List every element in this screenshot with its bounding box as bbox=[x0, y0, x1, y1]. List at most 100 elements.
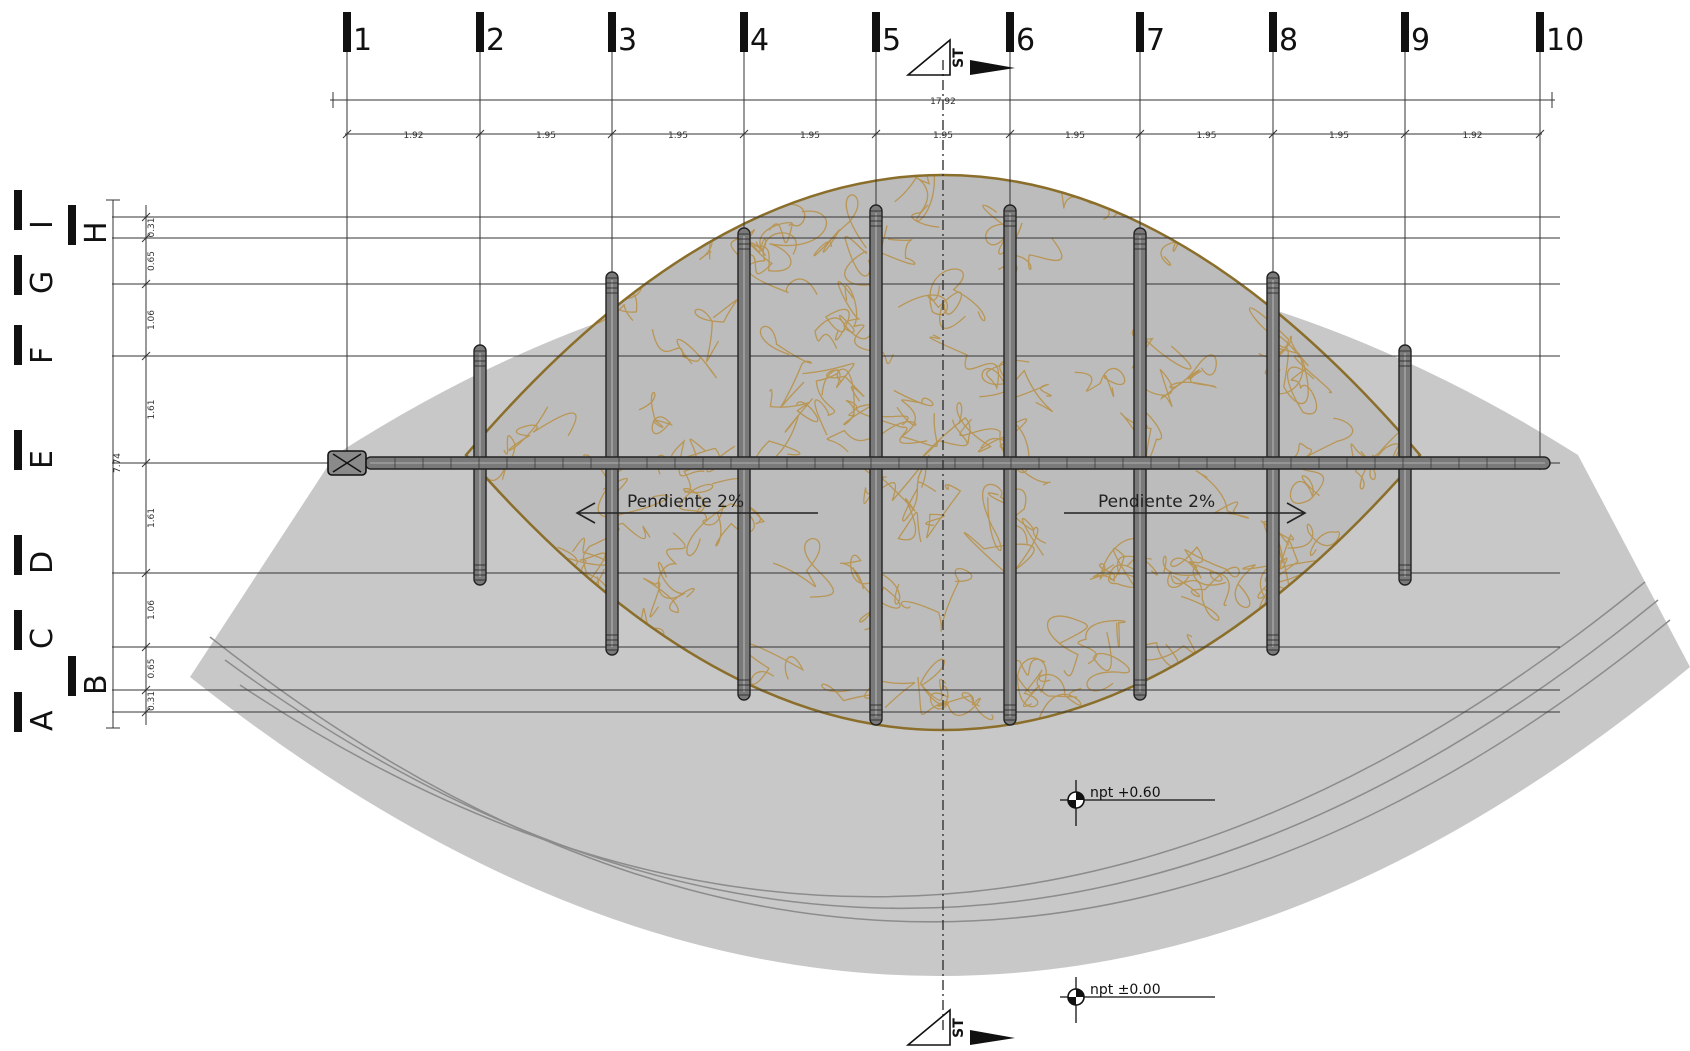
membrane-pattern-stroke bbox=[1195, 470, 1249, 519]
membrane-pattern-stroke bbox=[638, 391, 673, 435]
row-spacing-dim: 1.06 bbox=[147, 600, 157, 620]
membrane-pattern-stroke bbox=[1351, 175, 1408, 221]
membrane-pattern-stroke bbox=[897, 268, 986, 322]
slope-label-left: Pendiente 2% bbox=[627, 492, 744, 512]
overall-height-dim: 7.74 bbox=[113, 453, 123, 473]
membrane-pattern-stroke bbox=[1135, 368, 1200, 408]
membrane-pattern-stroke bbox=[1350, 411, 1420, 490]
row-spacing-dim: 1.61 bbox=[147, 399, 157, 419]
svg-text:4: 4 bbox=[750, 23, 769, 58]
membrane-pattern-stroke bbox=[956, 402, 1008, 453]
membrane-pattern-stroke bbox=[1086, 632, 1130, 692]
svg-text:8: 8 bbox=[1279, 23, 1298, 58]
level-upper-label: npt +0.60 bbox=[1090, 785, 1161, 801]
membrane-pattern-stroke bbox=[1218, 177, 1256, 218]
membrane-pattern-stroke bbox=[737, 210, 828, 272]
membrane-pattern-stroke bbox=[900, 568, 973, 632]
column-axis-label-1: 1 bbox=[343, 12, 372, 58]
membrane-pattern-stroke bbox=[893, 389, 938, 448]
membrane-pattern-stroke bbox=[547, 223, 592, 268]
slope-arrow-left: Pendiente 2% bbox=[575, 492, 818, 524]
dim-tick bbox=[739, 129, 749, 139]
column-axis-label-10: 10 bbox=[1536, 12, 1584, 58]
membrane-pattern-stroke bbox=[836, 368, 873, 426]
membrane-pattern-stroke bbox=[963, 526, 1047, 582]
svg-text:H: H bbox=[79, 221, 114, 244]
dim-tick bbox=[1268, 129, 1278, 139]
membrane-pattern-stroke bbox=[1167, 570, 1220, 621]
membrane-pattern-stroke bbox=[927, 285, 966, 329]
column-axis-label-6: 6 bbox=[1006, 12, 1035, 58]
svg-text:B: B bbox=[79, 674, 114, 695]
membrane-pattern-stroke bbox=[1074, 368, 1126, 398]
dim-tick bbox=[607, 129, 617, 139]
dim-tick bbox=[342, 129, 352, 139]
column-spacing-dim: 1.95 bbox=[536, 131, 556, 141]
membrane-pattern-stroke bbox=[582, 454, 669, 518]
membrane-pattern-stroke bbox=[484, 273, 519, 317]
row-spacing-dim: 1.61 bbox=[147, 508, 157, 528]
row-spacing-dim: 0.65 bbox=[147, 251, 157, 271]
svg-text:A: A bbox=[25, 710, 60, 731]
row-spacing-dim: 0.31 bbox=[147, 691, 157, 711]
row-axis-label-A: A bbox=[14, 692, 60, 732]
svg-text:G: G bbox=[25, 271, 60, 294]
dim-tick bbox=[141, 685, 151, 695]
dim-tick bbox=[475, 129, 485, 139]
membrane-pattern-stroke bbox=[982, 483, 1009, 552]
membrane-pattern-stroke bbox=[844, 284, 894, 365]
column-axis-label-7: 7 bbox=[1136, 12, 1165, 58]
membrane-pattern-stroke bbox=[683, 438, 707, 514]
column-axis-label-2: 2 bbox=[476, 12, 505, 58]
membrane-pattern-stroke bbox=[1286, 366, 1318, 415]
column-spacing-dim: 1.92 bbox=[403, 131, 423, 141]
column-axis-label-4: 4 bbox=[740, 12, 769, 58]
column-spacing-dim: 1.92 bbox=[1462, 131, 1482, 141]
svg-text:I: I bbox=[25, 220, 60, 229]
membrane-pattern-stroke bbox=[814, 308, 850, 349]
membrane-pattern-stroke bbox=[1016, 657, 1051, 708]
svg-text:2: 2 bbox=[486, 23, 505, 58]
level-marker-upper: npt +0.60 bbox=[1060, 780, 1215, 826]
dim-tick bbox=[1005, 129, 1015, 139]
row-axis-label-G: G bbox=[14, 255, 60, 295]
dim-tick bbox=[1400, 129, 1410, 139]
membrane-pattern-stroke bbox=[917, 676, 981, 716]
row-axis-label-I: I bbox=[14, 190, 60, 230]
membrane-pattern-stroke bbox=[1047, 615, 1088, 677]
svg-text:1: 1 bbox=[353, 23, 372, 58]
membrane-pattern-stroke bbox=[1289, 466, 1325, 504]
membrane-pattern-stroke bbox=[1341, 254, 1397, 287]
dim-tick bbox=[141, 568, 151, 578]
membrane-pattern-stroke bbox=[925, 484, 962, 539]
membrane-pattern-stroke bbox=[998, 237, 1063, 274]
level-marker-lower: npt ±0.00 bbox=[1060, 977, 1215, 1023]
membrane-pattern-stroke bbox=[1258, 347, 1332, 405]
column-spacing-dim: 1.95 bbox=[800, 131, 820, 141]
column-axis-label-5: 5 bbox=[872, 12, 901, 58]
section-cut-bottom: ST bbox=[905, 1008, 1015, 1046]
membrane-pattern-stroke bbox=[1172, 548, 1240, 598]
column-axis-label-3: 3 bbox=[608, 12, 637, 58]
dim-tick bbox=[141, 458, 151, 468]
dim-tick bbox=[141, 642, 151, 652]
column-spacing-dim: 1.95 bbox=[1329, 131, 1349, 141]
row-axis-label-D: D bbox=[14, 535, 60, 575]
slope-label-right: Pendiente 2% bbox=[1098, 492, 1215, 512]
column-axis-label-8: 8 bbox=[1269, 12, 1298, 58]
row-spacing-dim: 0.31 bbox=[147, 217, 157, 237]
svg-text:C: C bbox=[25, 628, 60, 649]
membrane-pattern-stroke bbox=[508, 406, 577, 451]
membrane-pattern-stroke bbox=[1169, 354, 1218, 389]
membrane-pattern-stroke bbox=[837, 280, 874, 340]
membrane-pattern-stroke bbox=[856, 402, 928, 445]
row-spacing-dim: 0.65 bbox=[147, 658, 157, 678]
spine-beam bbox=[364, 456, 1551, 470]
membrane-pattern-stroke bbox=[1162, 546, 1204, 576]
membrane-pattern-stroke bbox=[1287, 523, 1340, 557]
svg-text:3: 3 bbox=[618, 23, 637, 58]
membrane-pattern-stroke bbox=[466, 303, 525, 351]
dim-tick bbox=[141, 351, 151, 361]
membrane-pattern-stroke bbox=[772, 538, 835, 598]
svg-text:6: 6 bbox=[1016, 23, 1035, 58]
